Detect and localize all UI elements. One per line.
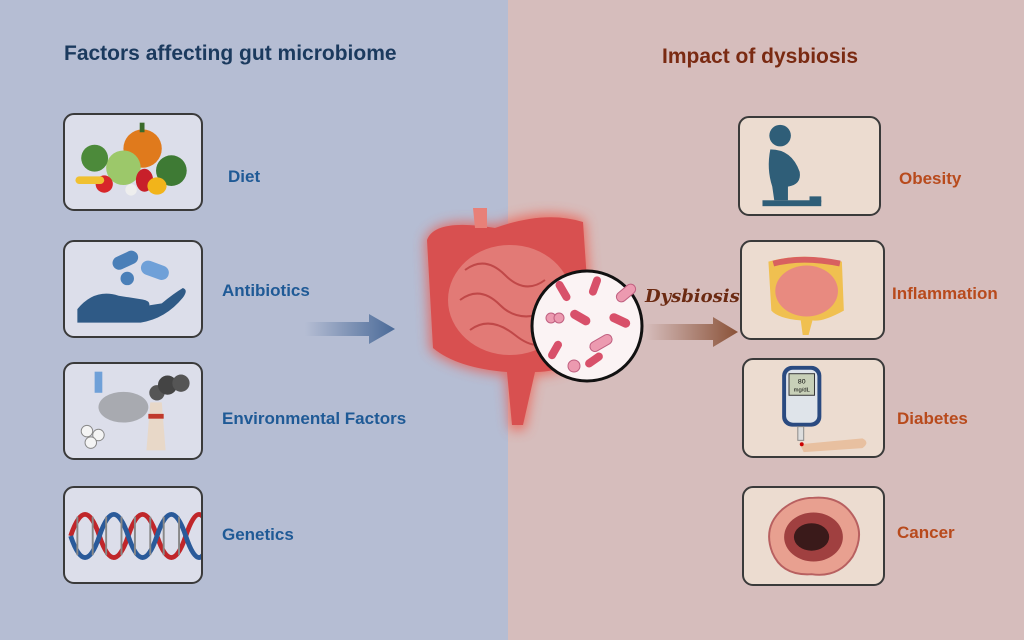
inflammation-box [740, 240, 885, 340]
obesity-label: Obesity [899, 169, 962, 188]
diabetes-box: 80 mg/dL [742, 358, 885, 458]
glucose-meter-icon: 80 mg/dL [782, 365, 867, 453]
genetics-label: Genetics [222, 525, 294, 544]
dysbiosis-label: Dysbiosis [645, 286, 740, 307]
diet-label: Diet [228, 167, 261, 186]
cancer-box [742, 486, 885, 586]
meter-unit: mg/dL [794, 387, 811, 393]
arrow-right-icon [305, 314, 395, 344]
genetics-box [63, 486, 203, 584]
diabetes-label: Diabetes [897, 409, 968, 428]
obesity-box [738, 116, 881, 216]
antibiotics-label: Antibiotics [222, 281, 310, 300]
diet-box [63, 113, 203, 211]
tumor-icon [768, 496, 861, 576]
bacteria-magnified-icon [530, 269, 644, 383]
inflammation-label: Inflammation [892, 284, 998, 303]
antibiotics-box [63, 240, 203, 338]
vegetables-icon [75, 122, 187, 196]
obese-person-icon [762, 124, 822, 207]
right-title: Impact of dysbiosis [662, 45, 859, 68]
inflamed-intestine-icon [768, 256, 844, 336]
environmental-box [63, 362, 203, 460]
pollution-icon [80, 371, 190, 451]
dna-icon [68, 512, 201, 560]
environmental-label: Environmental Factors [222, 409, 407, 428]
meter-value: 80 [798, 379, 806, 386]
pills-hand-icon [77, 250, 186, 323]
left-title: Factors affecting gut microbiome [64, 42, 397, 65]
cancer-label: Cancer [897, 523, 955, 542]
dysbiosis-arrow-icon [645, 317, 738, 347]
